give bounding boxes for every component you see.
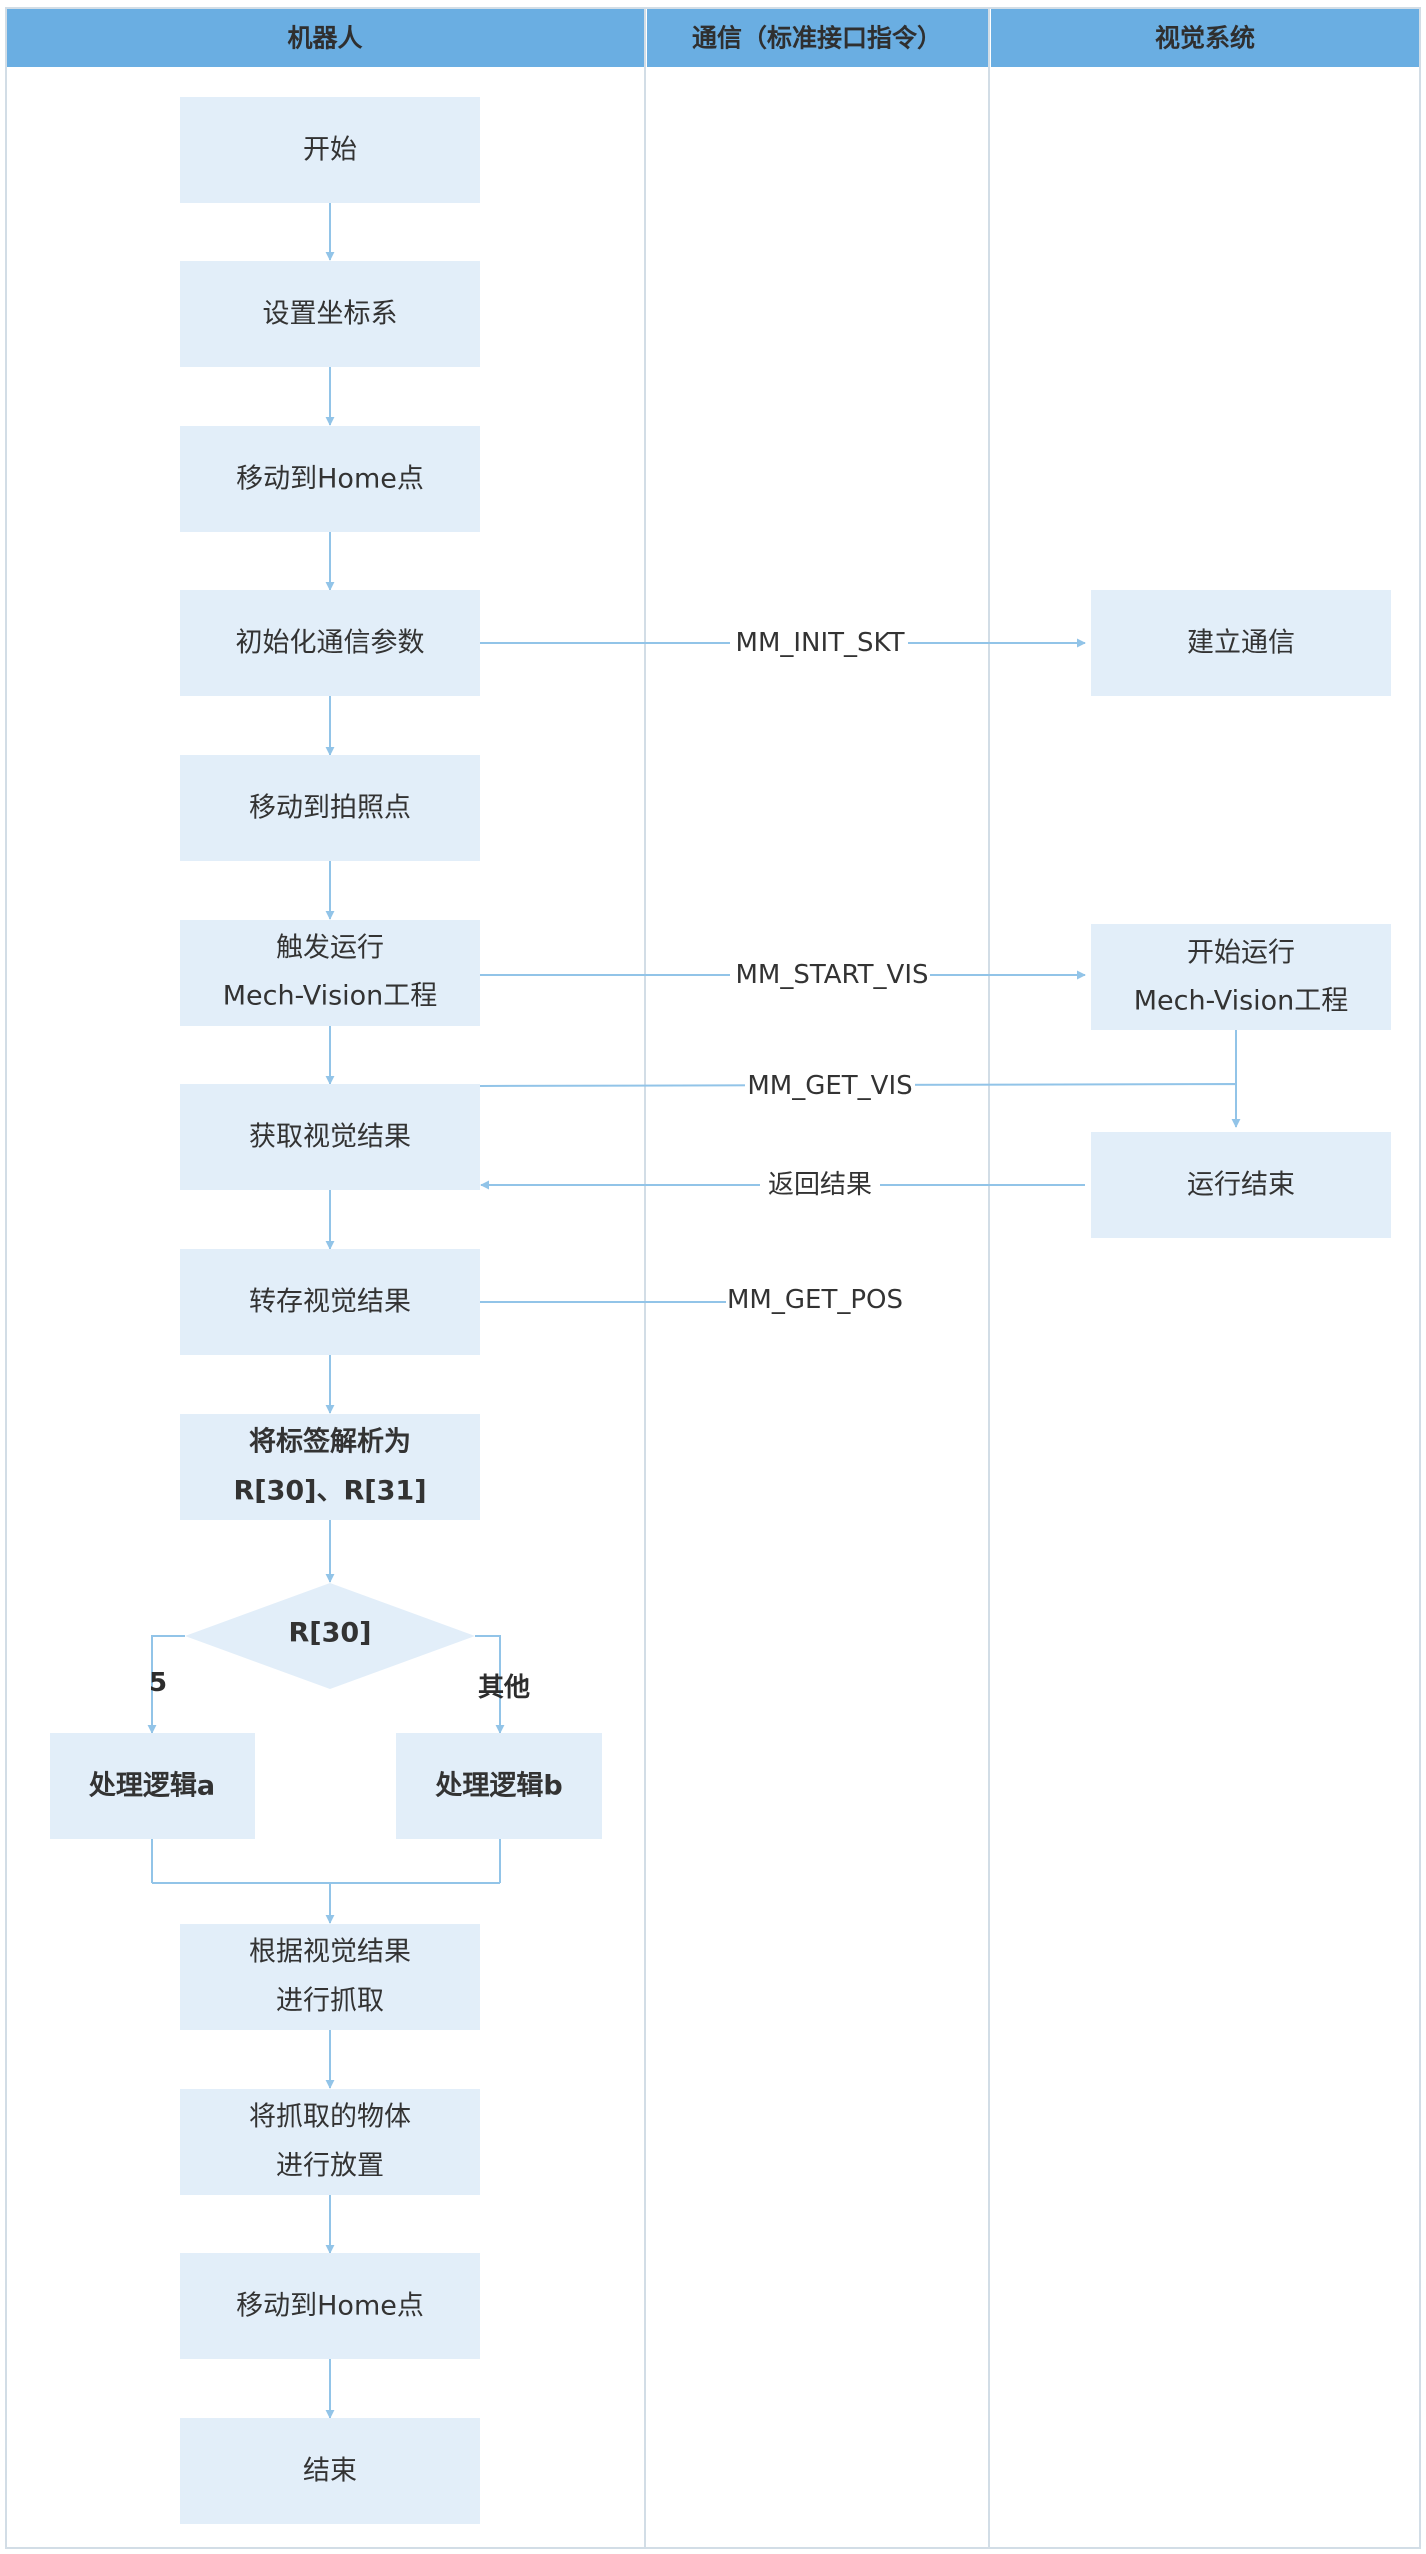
edge-label-get-vis: MM_GET_VIS <box>747 1071 912 1101</box>
node-init-comm: 初始化通信参数 <box>180 590 480 696</box>
node-establish-comm-box <box>1091 590 1391 696</box>
arrow-decision-to-logic-a <box>147 1635 185 1734</box>
edge-label-bg-init <box>730 624 908 662</box>
edge-label-return-result: 返回结果 <box>768 1170 872 1200</box>
node-end-box <box>180 2418 480 2524</box>
lane-title-vision: 视觉系统 <box>1155 24 1255 53</box>
node-move-home-2: 移动到Home点 <box>180 2253 480 2359</box>
node-move-home-2-label: 移动到Home点 <box>236 2291 424 2322</box>
node-start-label: 开始 <box>303 135 357 166</box>
node-trigger-run-box <box>180 920 480 1026</box>
node-place: 将抓取的物体 进行放置 <box>180 2089 480 2195</box>
node-save-result: 转存视觉结果 <box>180 1249 480 1355</box>
lane-header-vision <box>991 9 1419 67</box>
node-logic-b: 处理逻辑b <box>396 1733 602 1839</box>
arrow-decision-to-logic-b <box>475 1635 505 1734</box>
node-set-coord-box <box>180 261 480 367</box>
branch-label-other: 其他 <box>478 1673 530 1703</box>
robot-flow-arrows <box>147 203 505 2419</box>
node-decision-label: R[30] <box>288 1618 371 1649</box>
node-trigger-run-label-2: Mech-Vision工程 <box>223 981 438 1012</box>
node-parse-tags-label-1: 将标签解析为 <box>249 1426 411 1458</box>
edge-label-get-pos: MM_GET_POS <box>727 1285 903 1315</box>
node-parse-tags-box <box>180 1414 480 1520</box>
node-save-result-box <box>180 1249 480 1355</box>
lane-title-robot: 机器人 <box>287 24 362 53</box>
node-start: 开始 <box>180 97 480 203</box>
node-move-photo-box <box>180 755 480 861</box>
node-pick: 根据视觉结果 进行抓取 <box>180 1924 480 2030</box>
node-trigger-run: 触发运行 Mech-Vision工程 <box>180 920 480 1026</box>
node-logic-b-box <box>396 1733 602 1839</box>
node-run-end: 运行结束 <box>1091 1132 1391 1238</box>
node-pick-box <box>180 1924 480 2030</box>
node-logic-a: 处理逻辑a <box>50 1733 255 1839</box>
node-run-end-box <box>1091 1132 1391 1238</box>
node-run-end-label: 运行结束 <box>1187 1170 1295 1201</box>
node-decision-diamond <box>185 1583 475 1689</box>
node-init-comm-label: 初始化通信参数 <box>236 628 425 659</box>
node-get-result: 获取视觉结果 <box>180 1084 480 1190</box>
node-set-coord: 设置坐标系 <box>180 261 480 367</box>
node-get-result-box <box>180 1084 480 1190</box>
node-parse-tags: 将标签解析为 R[30]、R[31] <box>180 1414 480 1520</box>
node-pick-label-1: 根据视觉结果 <box>249 1937 411 1968</box>
node-set-coord-label: 设置坐标系 <box>263 299 398 330</box>
node-end-label: 结束 <box>303 2456 357 2487</box>
node-end: 结束 <box>180 2418 480 2524</box>
node-logic-b-label: 处理逻辑b <box>434 1771 562 1802</box>
node-start-run-label-1: 开始运行 <box>1187 938 1295 969</box>
node-move-home-1-box <box>180 426 480 532</box>
node-start-run: 开始运行 Mech-Vision工程 <box>1091 924 1391 1030</box>
node-move-home-2-box <box>180 2253 480 2359</box>
lane-header-comm <box>647 9 988 67</box>
node-move-photo-label: 移动到拍照点 <box>249 793 411 824</box>
node-move-photo: 移动到拍照点 <box>180 755 480 861</box>
node-logic-a-label: 处理逻辑a <box>88 1771 215 1802</box>
node-move-home-1: 移动到Home点 <box>180 426 480 532</box>
lane-title-comm: 通信（标准接口指令） <box>692 24 942 53</box>
node-place-label-1: 将抓取的物体 <box>249 2102 411 2133</box>
node-parse-tags-label-2: R[30]、R[31] <box>233 1476 426 1507</box>
node-save-result-label: 转存视觉结果 <box>249 1287 411 1318</box>
edge-label-bg-return <box>760 1166 880 1204</box>
node-logic-a-box <box>50 1733 255 1839</box>
edge-label-bg-getvis <box>745 1066 915 1104</box>
node-pick-label-2: 进行抓取 <box>276 1986 384 2017</box>
node-decision: R[30] <box>185 1583 475 1689</box>
edge-label-start-vis: MM_START_VIS <box>735 960 928 990</box>
node-get-result-label: 获取视觉结果 <box>249 1122 411 1153</box>
node-place-box <box>180 2089 480 2195</box>
node-place-label-2: 进行放置 <box>276 2151 384 2182</box>
edge-label-bg-start <box>730 956 930 994</box>
node-establish-comm: 建立通信 <box>1091 590 1391 696</box>
edge-label-init-skt: MM_INIT_SKT <box>736 628 905 658</box>
node-start-run-label-2: Mech-Vision工程 <box>1134 986 1349 1017</box>
node-start-box <box>180 97 480 203</box>
node-start-run-box <box>1091 924 1391 1030</box>
node-move-home-1-label: 移动到Home点 <box>236 464 424 495</box>
lane-header-robot <box>7 9 644 67</box>
branch-label-5: 5 <box>149 1668 167 1698</box>
node-establish-comm-label: 建立通信 <box>1187 628 1295 659</box>
node-init-comm-box <box>180 590 480 696</box>
node-trigger-run-label-1: 触发运行 <box>276 933 384 964</box>
